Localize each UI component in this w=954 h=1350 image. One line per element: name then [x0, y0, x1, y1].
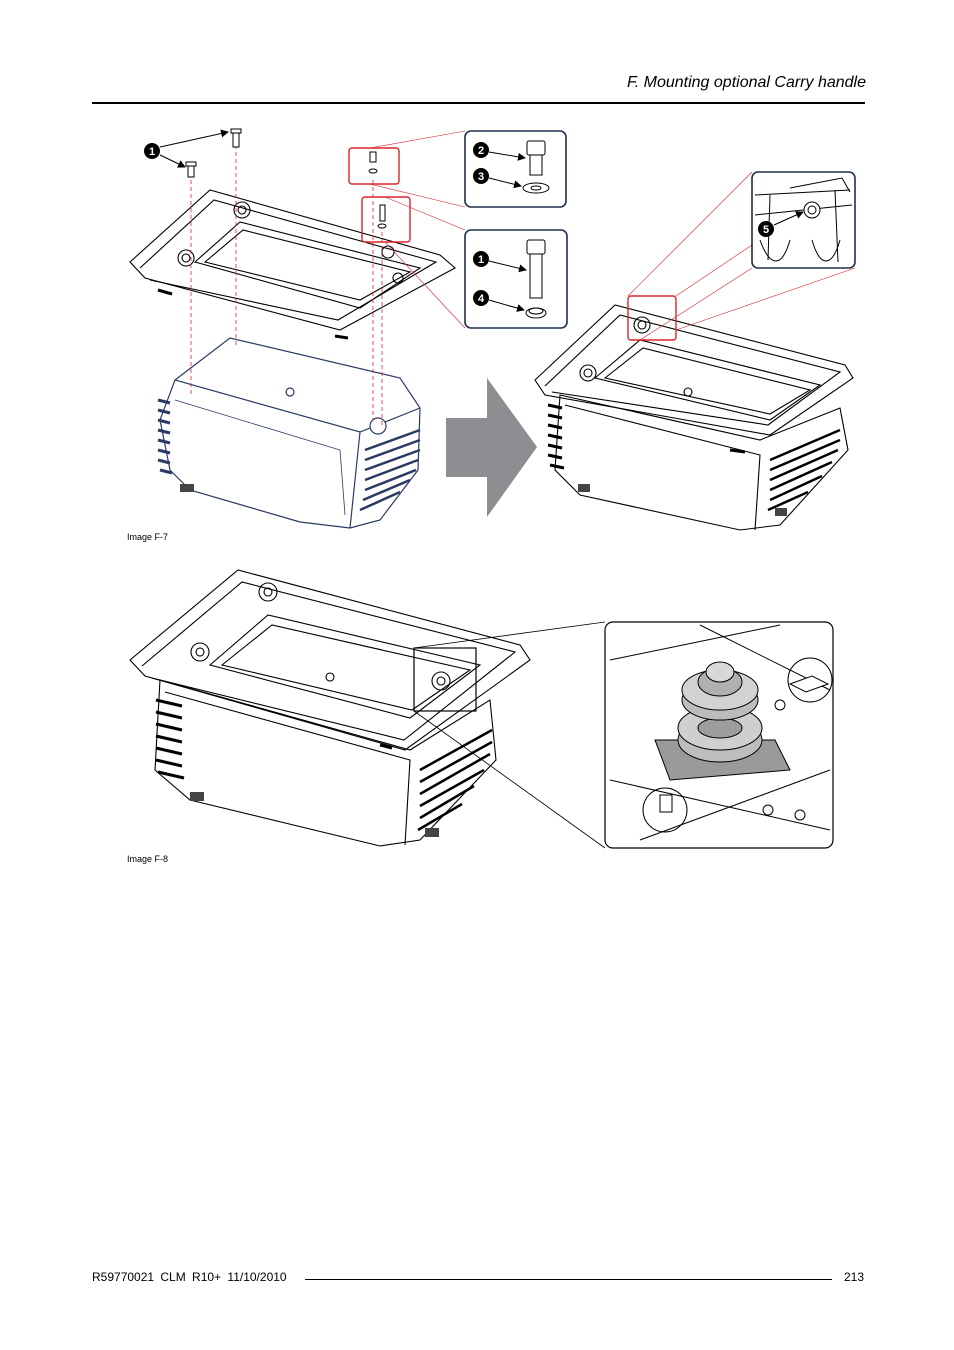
callout-4: 4: [473, 290, 489, 306]
svg-text:1: 1: [149, 146, 155, 158]
svg-text:5: 5: [763, 224, 769, 236]
carry-handle-frame-right: [534, 304, 854, 454]
projector-body-left: [157, 337, 421, 529]
transition-arrow: [446, 378, 537, 517]
figure-caption-f7: Image F-7: [127, 532, 169, 542]
callout-5: 5: [758, 221, 774, 237]
figure-f8-illustration: [129, 569, 834, 849]
section-title: F. Mounting optional Carry handle: [627, 74, 866, 91]
callout-2: 2: [473, 142, 489, 158]
footer-rule: [305, 1279, 832, 1280]
svg-text:4: 4: [478, 293, 485, 305]
figure-f7-illustration: 1 2 3 1 4: [129, 128, 856, 531]
projector-assembled-right: [547, 394, 849, 531]
callout-3: 3: [473, 168, 489, 184]
header-rule: [92, 102, 865, 104]
footer-doc-id: R59770021 CLM R10+ 11/10/2010: [92, 1270, 287, 1284]
carry-handle-frame-f8: [129, 569, 531, 751]
callout-1-inset: 1: [473, 251, 489, 267]
callout-1-left: 1: [144, 143, 160, 159]
svg-text:3: 3: [478, 171, 484, 183]
svg-text:1: 1: [478, 254, 484, 266]
svg-text:2: 2: [478, 145, 484, 157]
zoom-detail-mount: [609, 624, 833, 841]
page-number: 213: [843, 1270, 864, 1284]
figure-caption-f8: Image F-8: [127, 854, 169, 864]
projector-assembled-f8: [154, 679, 497, 847]
